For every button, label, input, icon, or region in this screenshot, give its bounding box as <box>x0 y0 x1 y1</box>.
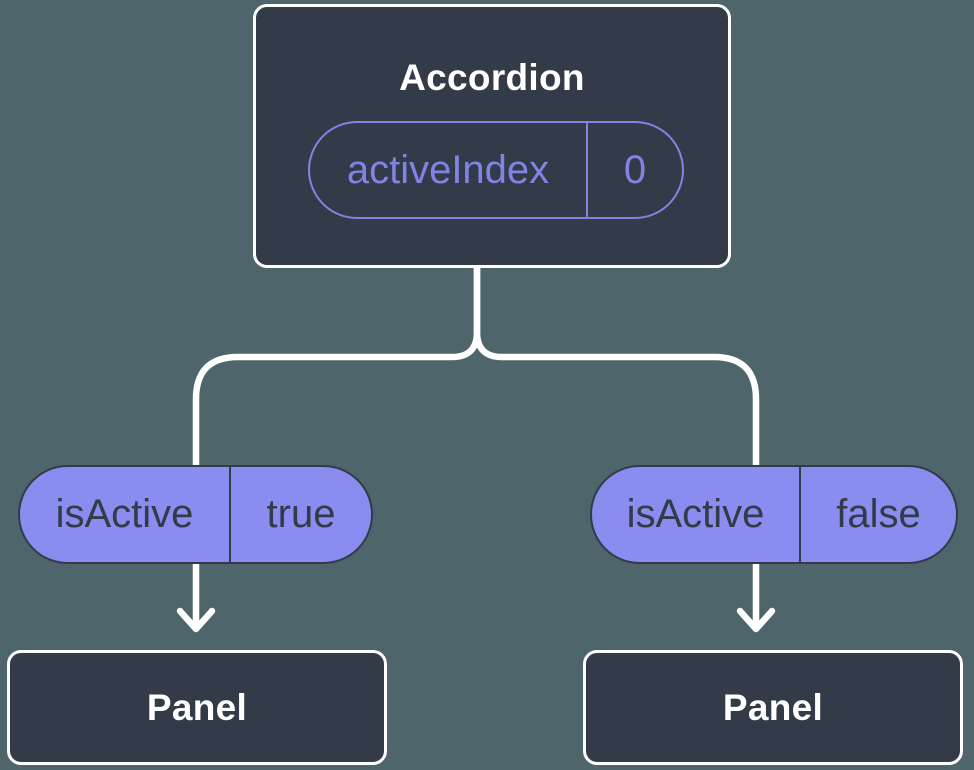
prop-value: false <box>799 467 956 562</box>
arrowhead-right-icon <box>736 607 776 633</box>
node-accordion: Accordion activeIndex 0 <box>253 4 731 268</box>
connector-branch-right <box>473 266 760 625</box>
panel-title: Panel <box>722 686 824 728</box>
prop-label: isActive <box>626 492 765 536</box>
node-panel-left: Panel <box>7 650 387 765</box>
prop-pill-activeindex: activeIndex 0 <box>308 121 684 219</box>
connector-branch-left <box>192 266 481 625</box>
accordion-title: Accordion <box>399 57 585 98</box>
prop-label: isActive <box>55 492 194 536</box>
prop-value: 0 <box>586 123 682 217</box>
prop-label: activeIndex <box>346 147 550 192</box>
prop-pill-isactive-true: isActive true <box>18 465 373 564</box>
node-panel-right: Panel <box>583 650 963 765</box>
prop-value: true <box>229 467 371 562</box>
arrowhead-left-icon <box>176 607 216 633</box>
panel-title: Panel <box>146 686 248 728</box>
prop-pill-isactive-false: isActive false <box>590 465 958 564</box>
